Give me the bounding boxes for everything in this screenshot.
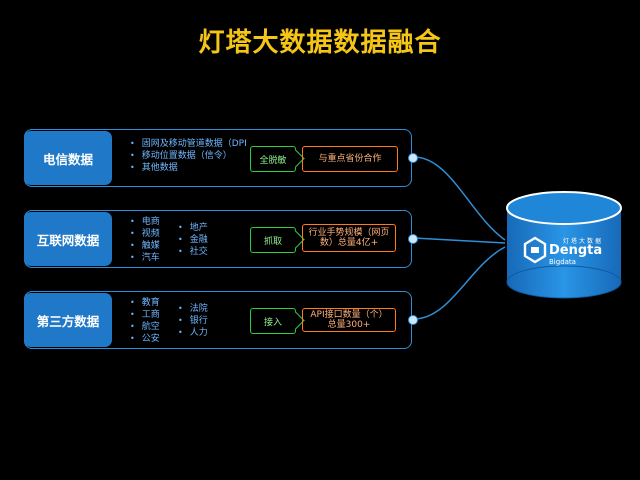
list-item: 银行 — [178, 315, 208, 327]
note-box: API接口数量（个）总量300+ — [302, 308, 396, 332]
logo-chinese-text: 灯塔大数据 — [563, 238, 604, 245]
row-label: 互联网数据 — [24, 212, 112, 266]
action-tag: 全脱敏 — [250, 146, 296, 172]
connector-dot — [408, 153, 418, 163]
list-item: 其他数据 — [130, 162, 247, 174]
list-item: 金融 — [178, 234, 208, 246]
list-item: 人力 — [178, 327, 208, 339]
connector-dot — [408, 234, 418, 244]
list-item: 固网及移动管道数据（DPI — [130, 138, 247, 150]
list-item: 移动位置数据（信令） — [130, 150, 247, 162]
note-box: 行业手势规模（网页数）总量4亿+ — [302, 224, 396, 252]
item-list: 固网及移动管道数据（DPI 移动位置数据（信令） 其他数据 — [130, 138, 247, 174]
row-label: 第三方数据 — [24, 293, 112, 347]
item-list: 法院 银行 人力 — [178, 303, 208, 339]
logo-english-text: Dengta — [549, 243, 603, 258]
row-label: 电信数据 — [24, 131, 112, 185]
item-list: 教育 工商 航空 公安 — [130, 297, 160, 345]
list-item: 汽车 — [130, 252, 160, 264]
list-item: 工商 — [130, 309, 160, 321]
dengta-logo-icon — [523, 236, 547, 264]
list-item: 教育 — [130, 297, 160, 309]
action-tag: 抓取 — [250, 227, 296, 253]
database-labels: 灯塔大数据 Dengta Bigdata — [505, 190, 623, 300]
data-source-row-telecom: 电信数据 固网及移动管道数据（DPI 移动位置数据（信令） 其他数据 全脱敏 与… — [24, 129, 418, 187]
item-list: 地产 金融 社交 — [178, 222, 208, 258]
connector-dot — [408, 315, 418, 325]
list-item: 法院 — [178, 303, 208, 315]
list-item: 航空 — [130, 321, 160, 333]
action-tag: 接入 — [250, 308, 296, 334]
data-source-row-internet: 互联网数据 电商 视频 触媒 汽车 地产 金融 社交 抓取 行业手势规模（网页数… — [24, 210, 418, 268]
database-cylinder-icon — [506, 191, 622, 299]
note-box: 与重点省份合作 — [302, 146, 398, 172]
list-item: 公安 — [130, 333, 160, 345]
data-source-row-third-party: 第三方数据 教育 工商 航空 公安 法院 银行 人力 接入 API接口数量（个）… — [24, 291, 418, 349]
list-item: 地产 — [178, 222, 208, 234]
item-list: 电商 视频 触媒 汽车 — [130, 216, 160, 264]
page-title: 灯塔大数据数据融合 — [198, 28, 442, 58]
list-item: 社交 — [178, 246, 208, 258]
list-item: 电商 — [130, 216, 160, 228]
list-item: 触媒 — [130, 240, 160, 252]
logo-subtitle-text: Bigdata — [549, 258, 576, 266]
list-item: 视频 — [130, 228, 160, 240]
